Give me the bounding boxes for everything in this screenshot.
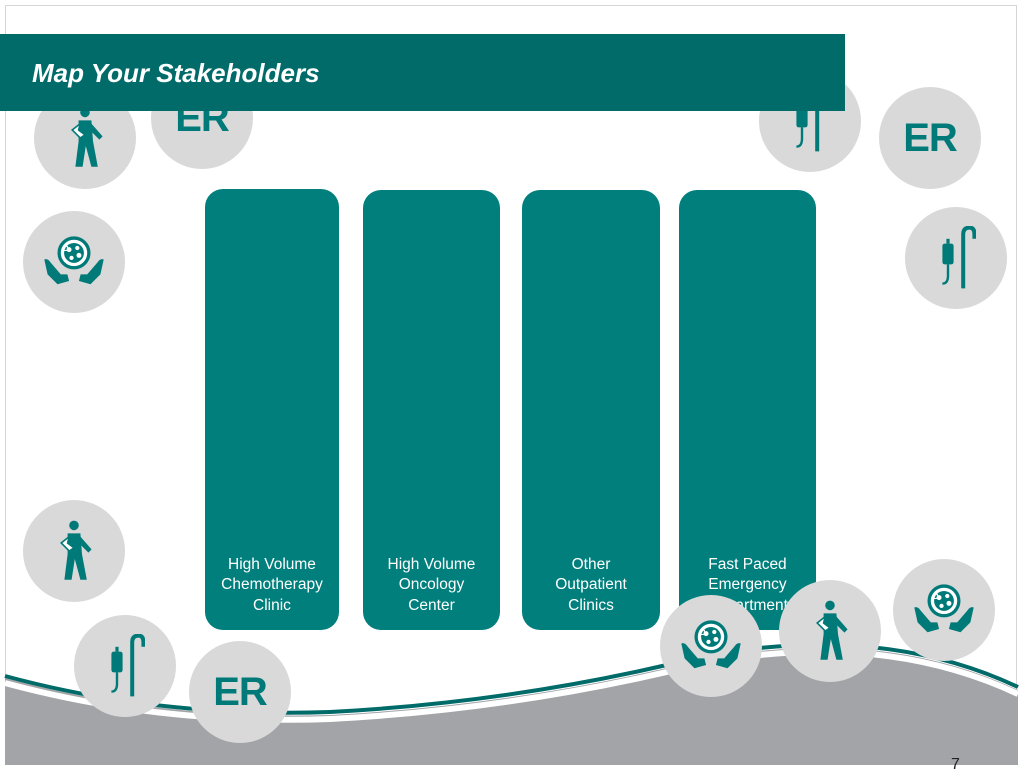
injured-patient-icon	[23, 500, 125, 602]
stakeholder-column-outpatient: Other Outpatient Clinics	[522, 190, 660, 630]
iv-drip-icon	[905, 207, 1007, 309]
column-label: High Volume Oncology Center	[387, 555, 476, 614]
column-label: High Volume Chemotherapy Clinic	[221, 555, 323, 614]
injured-patient-icon	[779, 580, 881, 682]
er-icon: ER	[189, 641, 291, 743]
page-number: 7	[951, 756, 960, 773]
cancer-care-hands-icon	[660, 595, 762, 697]
slide-title: Map Your Stakeholders	[32, 58, 320, 88]
cancer-care-hands-icon	[893, 559, 995, 661]
column-label: Fast Paced Emergency Department	[707, 555, 788, 614]
stakeholder-column-oncology: High Volume Oncology Center	[363, 190, 500, 630]
title-bar	[0, 34, 845, 111]
column-label: Other Outpatient Clinics	[555, 555, 627, 614]
er-icon: ER	[879, 87, 981, 189]
er-icon-label: ER	[903, 115, 958, 160]
stakeholder-column-chemotherapy: High Volume Chemotherapy Clinic	[205, 189, 339, 630]
iv-drip-icon	[74, 615, 176, 717]
er-icon-label: ER	[213, 669, 268, 714]
stakeholder-column-emergency: Fast Paced Emergency Department	[679, 190, 816, 630]
cancer-care-hands-icon	[23, 211, 125, 313]
